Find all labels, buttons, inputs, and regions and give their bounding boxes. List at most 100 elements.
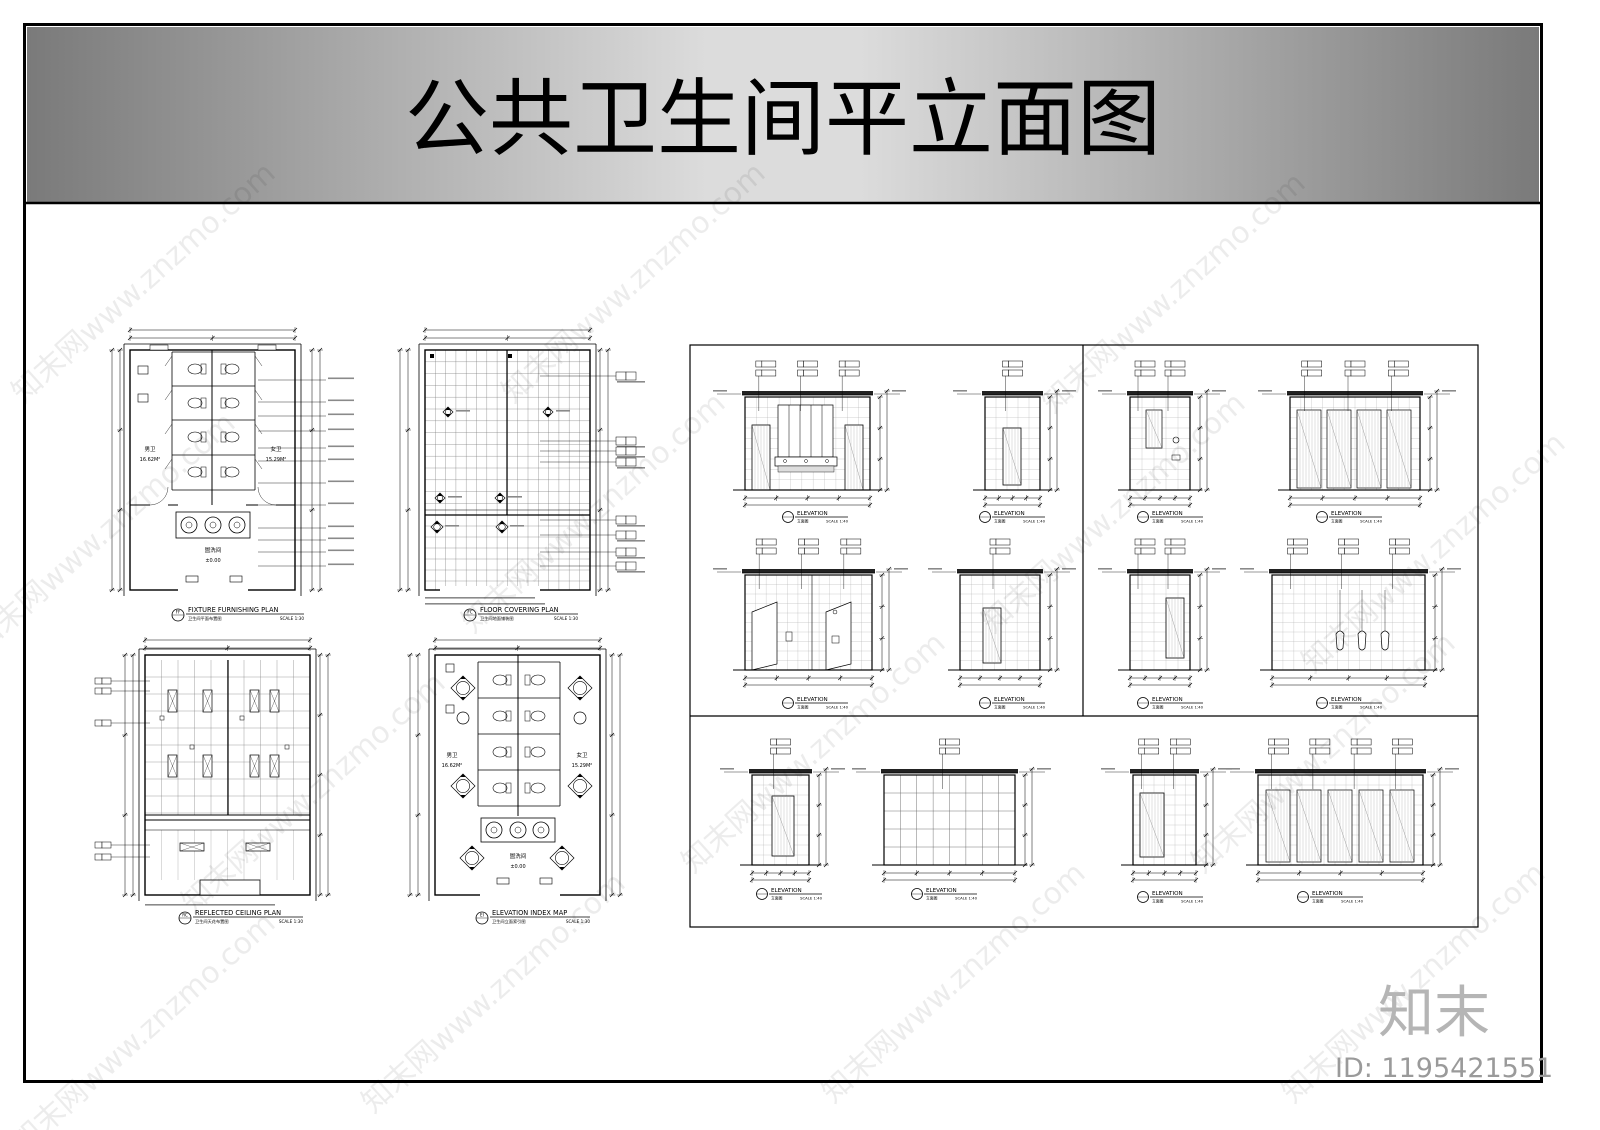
callout-box [755, 360, 763, 368]
elevation-panel-frame [689, 344, 1479, 928]
plan-title: FLOOR COVERING PLAN [480, 606, 559, 614]
callout-box [625, 515, 637, 525]
callout-box [1144, 747, 1159, 755]
drawing-circle [490, 826, 498, 834]
ceiling-vent [284, 744, 290, 750]
fixture-symbol [1172, 436, 1180, 444]
toilet-symbol [492, 782, 508, 794]
callout-box [1392, 747, 1399, 755]
drawing-line [269, 689, 280, 713]
annotation-text-mark [1445, 768, 1459, 770]
callout-box [94, 687, 103, 695]
drawing-line [202, 689, 213, 713]
callout-box [1389, 538, 1396, 546]
plan-title: ELEVATION INDEX MAP [492, 909, 567, 917]
annotation-text-mark [831, 768, 845, 770]
toilet-symbol [530, 674, 546, 686]
callout-box [804, 547, 819, 555]
room-label-womens: 女卫 [576, 751, 588, 759]
drawing-circle [573, 779, 587, 793]
callout-box [101, 841, 112, 849]
callout-box [798, 538, 805, 546]
callout-box [1388, 369, 1395, 377]
callout-box [761, 369, 777, 377]
index-arrow [460, 795, 466, 798]
drawing-line [254, 389, 263, 401]
ceiling-band [1130, 769, 1199, 773]
callout-box [797, 360, 804, 368]
drawing-line [245, 842, 271, 852]
callout-box [755, 538, 763, 546]
toilet-symbol [530, 746, 546, 758]
elevation-scale: SCALE 1:40 [1360, 519, 1382, 524]
callout-box [615, 371, 627, 381]
callout-box [1140, 538, 1156, 546]
callout-box [1274, 738, 1289, 746]
elevation-scale: SCALE 1:40 [1181, 899, 1203, 904]
drawing-rect [505, 746, 512, 758]
callout-box [939, 738, 946, 746]
callout-box [101, 677, 112, 685]
elevation-scale: SCALE 1:40 [1181, 519, 1203, 524]
index-arrow [577, 795, 583, 798]
callout-box [1268, 738, 1275, 746]
partition-panel [751, 601, 778, 671]
annotation-text-mark [928, 568, 942, 570]
callout-box [615, 436, 627, 446]
annotation-text-mark [1240, 568, 1254, 570]
callout-box [1138, 738, 1145, 746]
faucet-symbol [825, 459, 829, 463]
plan-tag: EI [480, 913, 484, 918]
callout-box [761, 547, 777, 555]
door-opening [440, 586, 540, 594]
fixture-symbol [785, 631, 793, 642]
fixture-symbol [832, 609, 838, 615]
index-arrow [434, 530, 440, 533]
callout-box [1350, 369, 1366, 377]
callout-box [797, 369, 804, 377]
room-area-mens: 16.62M² [442, 763, 463, 769]
drawing-line [167, 689, 178, 713]
callout-box [1395, 538, 1410, 546]
annotation-text-mark [617, 381, 645, 383]
callout-box [1138, 747, 1145, 755]
annotation-text-mark [510, 525, 524, 527]
toilet-symbol [224, 363, 240, 375]
elevation-scale: SCALE 1:40 [1181, 705, 1203, 710]
elevation-scale: SCALE 1:40 [1341, 899, 1363, 904]
room-label-washroom: 盥洗间 [510, 852, 527, 860]
sink-symbol [532, 821, 550, 839]
callout-box [94, 677, 103, 685]
callout-box [844, 369, 860, 377]
drawing-line [164, 423, 173, 435]
callout-box [1176, 738, 1191, 746]
elevation-title: ELEVATION [994, 697, 1025, 703]
annotation-text-mark [1212, 568, 1226, 570]
annotation-text-mark [328, 563, 354, 566]
ceiling-band [957, 569, 1043, 573]
drawing-rect [220, 363, 227, 375]
elevation-title: ELEVATION [926, 888, 957, 894]
callout-box [1344, 369, 1352, 377]
drawing-line [1327, 789, 1353, 863]
toilet-symbol [530, 782, 546, 794]
fixture-symbol [229, 575, 243, 583]
urinal-symbol [445, 704, 455, 714]
callout-box [755, 547, 763, 555]
callout-box [94, 719, 103, 727]
elevation-scale: SCALE 1:40 [1360, 705, 1382, 710]
ceiling-band [1287, 391, 1423, 395]
drawing-line [254, 355, 263, 367]
index-arrow [559, 846, 565, 849]
index-arrow [437, 500, 443, 503]
room-level-washroom: ±0.00 [510, 864, 525, 870]
elevation-scale: SCALE 1:40 [1023, 519, 1045, 524]
callout-box [625, 436, 637, 446]
